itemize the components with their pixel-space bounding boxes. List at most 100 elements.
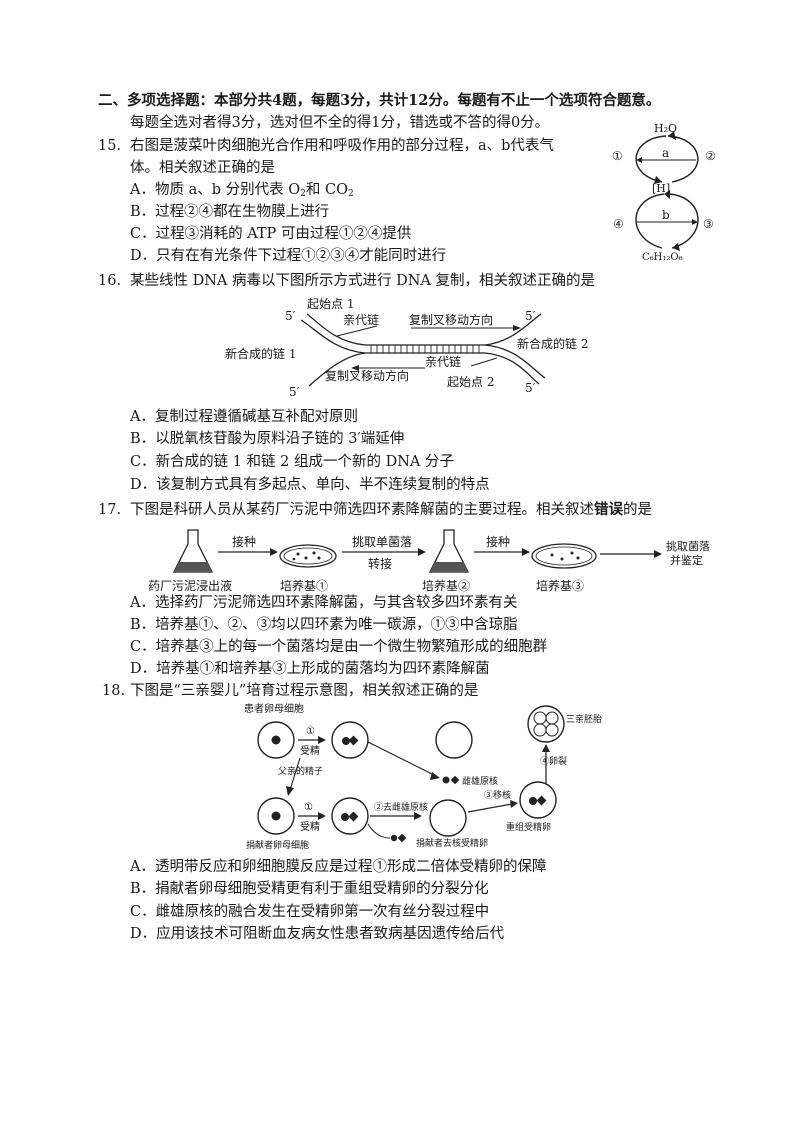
- q15-stem-line1: 右图是菠菜叶肉细胞光合作用和呼吸作用的部分过程，a、b代表气: [130, 138, 554, 154]
- q16-5prime-bl: 5′: [289, 385, 300, 399]
- q15-h-label: [H]: [652, 182, 670, 195]
- q15-stem-line2: 体。相关叙述正确的是: [130, 160, 275, 176]
- q18-fertilize-bottom: 受精: [300, 820, 320, 833]
- q16-5prime-br: 5′: [525, 381, 536, 395]
- q16-left-parent-strand: [306, 313, 366, 346]
- q18-number: 18.: [102, 683, 126, 699]
- q15-process3-label: ③: [703, 217, 714, 231]
- q18-option-a[interactable]: A．透明带反应和卵细胞膜反应是过程①形成二倍体受精卵的保障: [130, 859, 547, 875]
- q16-arrow-parent-top: [336, 325, 378, 337]
- q17-stem: 下图是科研人员从某药厂污泥中筛选四环素降解菌的主要过程。相关叙述错误的是: [130, 501, 652, 519]
- q16-new-chain1-label: 新合成的链 1: [225, 346, 296, 361]
- q16-5prime-tl: 5′: [285, 309, 296, 323]
- q17-dish-medium1: [279, 544, 337, 568]
- q18-pronuclei-label: 雌雄原核: [462, 775, 498, 787]
- q16-option-b[interactable]: B．以脱氧核苷酸为原料沿子链的 3′端延伸: [130, 431, 405, 447]
- q18-arrow-fertilize-bottom: [318, 812, 326, 820]
- q16-parent-bottom-label: 亲代链: [425, 354, 461, 369]
- q16-stem: 某些线性 DNA 病毒以下图所示方式进行 DNA 复制，相关叙述正确的是: [130, 273, 596, 289]
- q18-option-c[interactable]: C．雌雄原核的融合发生在受精卵第一次有丝分裂过程中: [130, 904, 490, 920]
- q17-option-d[interactable]: D．培养基①和培养基③上形成的菌落均为四环素降解菌: [130, 661, 490, 677]
- q17-option-c[interactable]: C．培养基③上的每一个菌落均是由一个微生物繁殖形成的细胞群: [130, 639, 548, 655]
- q17-arrow-pick: [654, 550, 662, 558]
- q18-reconstructed-label: 重组受精卵: [506, 821, 551, 833]
- q17-option-a[interactable]: A．选择药厂污泥筛选四环素降解菌，与其含较多四环素有关: [130, 595, 518, 611]
- q15-a-arrowhead: [636, 157, 642, 163]
- q15-b-arrowhead: [692, 219, 698, 225]
- q18-patient-oocyte-label: 患者卵母细胞: [244, 702, 304, 715]
- q17-transfer-label: 转接: [368, 556, 392, 571]
- q18-patient-oocyte-nucleus: [271, 735, 281, 745]
- q18-arrow-sperm: [286, 786, 294, 796]
- q15-process2-arc: [667, 135, 699, 183]
- q18-donor-oocyte-label: 捐献者卵母细胞: [246, 839, 309, 851]
- q15-h2o-label: H₂O: [654, 122, 677, 135]
- q17-medium1-label: 培养基①: [280, 578, 328, 593]
- q18-arrow-transfer-nucleus: [510, 800, 518, 808]
- q15-b-label: b: [662, 208, 670, 222]
- q17-medium3-label: 培养基③: [536, 578, 584, 593]
- q15-option-d[interactable]: D．只有在有光条件下过程①②③④才能同时进行: [130, 248, 447, 264]
- q16-new-chain1-strand: [300, 319, 366, 354]
- q18-embryo-label: 三亲胚胎: [566, 713, 602, 725]
- q17-arrow-inoculate2: [522, 548, 530, 556]
- q15-process2-label: ②: [705, 149, 716, 163]
- q16-lower-left-strand: [308, 352, 366, 387]
- q17-stem-prefix: 下图是科研人员从某药厂污泥中筛选四环素降解菌的主要过程。相关叙述: [130, 502, 594, 518]
- q15-a-label: a: [662, 146, 669, 160]
- q16-option-d[interactable]: D．该复制方式具有多起点、单向、半不连续复制的特点: [130, 477, 490, 493]
- q17-pick-colony-label: 挑取单菌落: [352, 535, 412, 549]
- q15-option-b[interactable]: B．过程②④都在生物膜上进行: [130, 204, 330, 220]
- q15-number: 15.: [98, 138, 122, 154]
- q15-option-c[interactable]: C．过程③消耗的 ATP 可由过程①②④提供: [130, 226, 412, 242]
- q15-process3-arc: [669, 193, 699, 249]
- q17-dish-medium3: [531, 543, 597, 569]
- q16-base-pairs: [370, 345, 480, 353]
- q16-number: 16.: [98, 273, 122, 289]
- q17-stem-emphasis: 错误: [594, 501, 623, 518]
- q17-arrow-inoculate1: [270, 548, 278, 556]
- q16-upper-right-strand: [484, 313, 542, 346]
- q17-number: 17.: [98, 502, 122, 518]
- q15-arrow2: [668, 131, 676, 140]
- q15-option-a[interactable]: A．物质 a、b 分别代表 O2和 CO2: [130, 181, 354, 199]
- q18-three-parent-embryo: [527, 705, 565, 743]
- q18-father-sperm-label: 父亲的精子: [278, 765, 323, 777]
- q18-option-d[interactable]: D．应用该技术可阻断血友病女性患者致病基因遗传给后代: [130, 926, 505, 942]
- section-heading-line2: 每题全选对者得3分，选对但不全的得1分，错选或不答的得0分。: [130, 115, 550, 131]
- q15-option-a-sub2: 2: [347, 189, 354, 199]
- q15-process1-arc: [635, 135, 667, 183]
- q16-new-chain2-strand: [484, 344, 546, 379]
- q15-glucose-label: C₆H₁₂O₆: [642, 252, 683, 263]
- q17-sludge-label: 药厂污泥浸出液: [148, 578, 232, 593]
- section-heading-line1: 二、多项选择题：本部分共4题，每题3分，共计12分。每题有不止一个选项符合题意。: [98, 92, 661, 109]
- q18-three-parent-diagram: 患者卵母细胞 ① 受精 父亲的精子 雌雄原核 ④卵裂 三亲胚胎 ① 受精 ②去雌…: [244, 702, 602, 851]
- q18-step3-label: ③移核: [484, 789, 511, 801]
- q15-option-a-mid: 和 CO: [305, 182, 348, 198]
- q15-arrow1: [654, 176, 662, 184]
- q17-medium2-label: 培养基②: [422, 578, 470, 593]
- q17-inoculate2-label: 接种: [486, 534, 510, 549]
- q16-parent-top-label: 亲代链: [343, 312, 379, 327]
- q18-arrow-fertilize-top: [318, 736, 326, 744]
- q16-right-parent-strand: [484, 352, 540, 385]
- q17-medium3-colonies: [550, 551, 580, 561]
- q18-option-b[interactable]: B．捐献者卵母细胞受精更有利于重组受精卵的分裂分化: [130, 881, 489, 897]
- q18-pronucleus-male: [450, 775, 460, 785]
- q16-option-c[interactable]: C．新合成的链 1 和链 2 组成一个新的 DNA 分子: [130, 454, 454, 470]
- q18-stem: 下图是“三亲婴儿”培育过程示意图，相关叙述正确的是: [130, 683, 479, 699]
- q17-pick-identify-1: 挑取菌落: [666, 539, 710, 553]
- q18-arrow-cleavage: [542, 744, 550, 752]
- q17-option-b[interactable]: B．培养基①、②、③均以四环素为唯一碳源，①③中含琼脂: [130, 617, 518, 633]
- q16-option-a[interactable]: A．复制过程遵循碱基互补配对原则: [130, 409, 358, 425]
- q18-donor-enucleated-label: 捐献者去核受精卵: [416, 837, 488, 849]
- q16-origin1-label: 起始点 1: [307, 297, 354, 311]
- q15-arrow3: [672, 243, 680, 251]
- q16-new-chain2-label: 新合成的链 2: [517, 336, 588, 351]
- q17-flask-sludge-liquid: [174, 562, 212, 572]
- q18-enucleated-patient-cell: [435, 721, 473, 759]
- q16-fork-top-label: 复制叉移动方向: [409, 312, 493, 327]
- q18-donor-enucleated-zygote: [429, 799, 467, 837]
- q18-pronucleus-female: [442, 776, 450, 784]
- q16-arrowhead-fork-top: [513, 325, 521, 331]
